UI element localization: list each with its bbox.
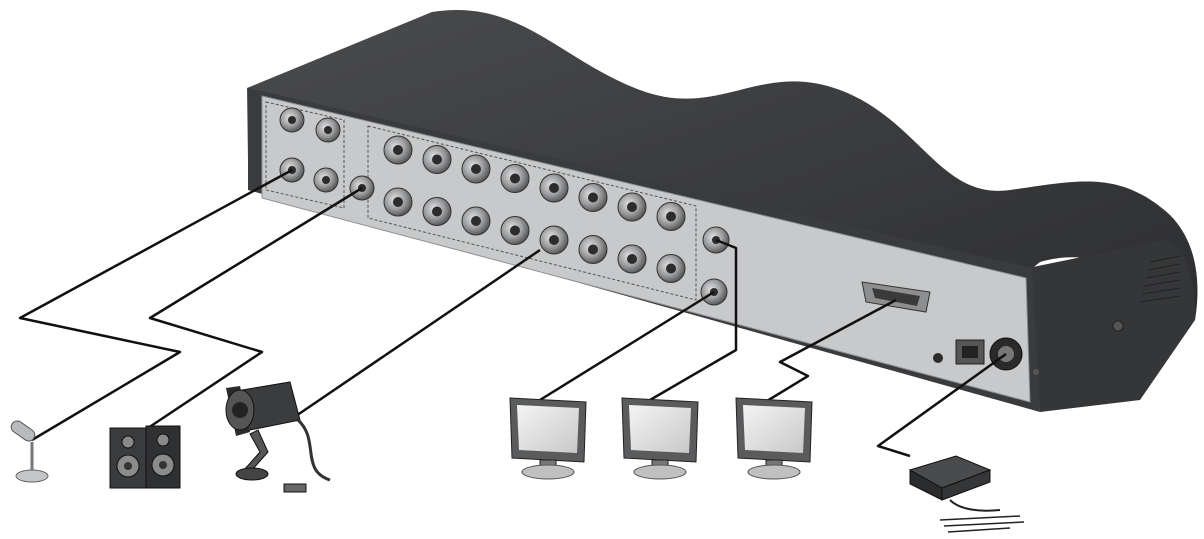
- vga-port: [861, 281, 931, 313]
- video-in-port: [500, 216, 530, 245]
- video-in-port: [422, 145, 452, 174]
- dvr-right-side: [1028, 240, 1196, 412]
- reset-button: [933, 353, 943, 363]
- video-in-port: [461, 206, 491, 236]
- video-in-ports: [383, 135, 686, 283]
- audio-in-port: [315, 117, 341, 143]
- audio-group-box: [265, 101, 345, 209]
- monitors: [509, 397, 813, 480]
- power-adapter-icon: [908, 455, 1025, 533]
- vent-grille: [1139, 255, 1181, 303]
- video-in-port: [656, 254, 686, 283]
- monitor-icon: [621, 397, 699, 480]
- cables: [18, 168, 1007, 458]
- cable-monitor-2: [649, 238, 738, 402]
- ethernet-port: [955, 339, 985, 365]
- cctv-camera-icon: [225, 381, 331, 493]
- speaker-icon: [109, 425, 181, 489]
- video-in-port: [656, 202, 686, 231]
- video-in-port: [539, 173, 569, 203]
- video-in-port: [578, 235, 608, 264]
- video-in-port: [500, 164, 530, 193]
- cable-power: [876, 352, 1007, 458]
- monitor-icon: [509, 397, 587, 480]
- video-in-port: [383, 135, 413, 165]
- cable-camera: [289, 248, 541, 422]
- video-in-port: [578, 183, 608, 212]
- video-in-port: [539, 225, 569, 255]
- screw-icon: [1112, 320, 1124, 332]
- cable-monitor-3: [761, 298, 897, 406]
- audio-in-port: [279, 107, 305, 133]
- audio-out-port: [313, 167, 339, 193]
- screw-icon: [1033, 369, 1039, 375]
- monitor-icon: [735, 397, 813, 480]
- microphone-icon: [10, 420, 49, 483]
- video-in-port: [461, 154, 491, 184]
- video-in-port: [617, 192, 647, 222]
- video-in-port: [422, 197, 452, 226]
- video-in-port: [617, 244, 647, 274]
- cable-microphone: [18, 168, 293, 442]
- cable-speakers: [147, 186, 363, 430]
- video-in-port: [383, 187, 413, 217]
- cable-monitor-1: [539, 290, 715, 402]
